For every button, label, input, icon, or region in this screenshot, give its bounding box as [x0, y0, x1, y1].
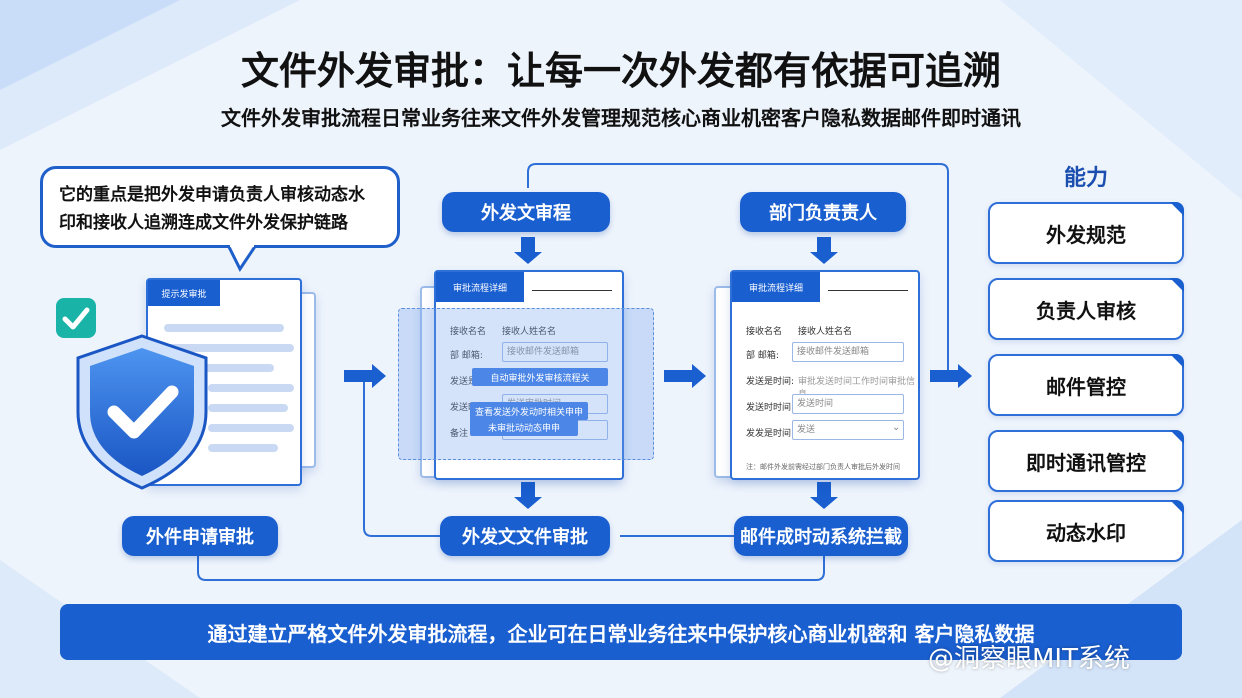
summary-banner: 通过建立严格文件外发审批流程，企业可在日常业务往来中保护核心商业机密和 客户隐私… — [60, 604, 1182, 660]
form-field[interactable]: 接收邮件发送邮箱 — [792, 342, 904, 362]
page-subtitle: 文件外发审批流程日常业务往来文件外发管理规范核心商业机密客户隐私数据邮件即时通讯 — [221, 106, 1021, 130]
source-watermark: @洞察眼MIT系统 — [928, 644, 1130, 674]
overlay-chip: 未审批动动态申申 — [470, 418, 578, 436]
capability-item: 邮件管控 — [988, 354, 1184, 416]
callout-bubble: 它的重点是把外发申请负责人审核动态水印和接收人追溯连成文件外发保护链路 — [40, 166, 400, 248]
form-header-line — [828, 290, 908, 291]
document-line — [208, 444, 278, 452]
document-line — [164, 344, 294, 352]
form-header-line — [532, 290, 612, 291]
form-tab: 审批流程详细 — [436, 272, 524, 302]
capability-label: 即时通讯管控 — [1026, 450, 1146, 475]
capability-item: 负责人审核 — [988, 278, 1184, 340]
form-label: 部 邮箱: — [746, 351, 779, 361]
form-label: 接收名名 — [746, 327, 783, 337]
overlay-chip: 自动审批外发审核流程关 — [472, 368, 608, 386]
capability-label: 邮件管控 — [1046, 374, 1126, 399]
document-line — [208, 404, 288, 412]
capability-item: 外发规范 — [988, 202, 1184, 264]
corner-marker — [1170, 202, 1184, 216]
form-label: 备注 — [450, 429, 469, 439]
shield-check-icon — [76, 334, 208, 490]
document-tab: 提示发审批 — [148, 280, 220, 306]
capability-label: 外发规范 — [1046, 222, 1126, 247]
form-value: 接收人姓名名 — [502, 327, 557, 337]
document-line — [208, 384, 294, 392]
page-title: 文件外发审批：让每一次外发都有依据可追溯 — [240, 49, 1001, 93]
flow-step-email-intercept: 邮件成时动系统拦截 — [734, 516, 908, 556]
form-tab: 审批流程详细 — [732, 272, 820, 302]
chevron-down-icon: ⌄ — [892, 422, 901, 433]
callout-text: 它的重点是把外发申请负责人审核动态水印和接收人追溯连成文件外发保护链路 — [59, 185, 365, 233]
form-label: 发发是时间: — [746, 429, 795, 439]
corner-marker — [1170, 354, 1184, 368]
capability-item: 即时通讯管控 — [988, 430, 1184, 492]
flow-step-outgoing-process: 外发文审程 — [442, 192, 610, 232]
capabilities-title: 能力 — [1063, 166, 1108, 191]
document-line — [164, 364, 274, 372]
capability-label: 动态水印 — [1046, 520, 1126, 545]
flow-step-department-head: 部门负责责人 — [740, 192, 906, 232]
capability-label: 负责人审核 — [1036, 298, 1136, 323]
form-label: 发送是时间: — [746, 377, 795, 387]
document-line — [208, 424, 294, 432]
form-label: 部 邮箱: — [450, 351, 483, 361]
overlay-chip: 查看发送外发动时相关申申 — [470, 402, 588, 420]
form-label: 发送时间: — [450, 400, 489, 413]
corner-marker — [1170, 430, 1184, 444]
summary-text: 通过建立严格文件外发审批流程，企业可在日常业务往来中保护核心商业机密和 客户隐私… — [207, 621, 1035, 646]
form-label: 接收名名 — [450, 327, 487, 337]
form-footer-note: 注：邮件外发前需经过部门负责人审批后外发时间 — [746, 463, 900, 471]
form-dropdown[interactable]: 发送 — [792, 420, 904, 440]
bubble-tail — [226, 245, 258, 272]
form-label: 发送时时间: — [746, 403, 795, 413]
corner-marker — [1170, 278, 1184, 292]
corner-marker — [1170, 500, 1184, 514]
approval-form-right: 审批流程详细 接收名名 接收人姓名名 部 邮箱: 接收邮件发送邮箱 发送是时间:… — [730, 270, 920, 480]
document-line — [164, 324, 284, 332]
capability-item: 动态水印 — [988, 500, 1184, 562]
flow-step-apply: 外件申请审批 — [122, 516, 278, 556]
flow-step-file-approval: 外发文文件审批 — [440, 516, 610, 556]
form-field[interactable]: 接收邮件发送邮箱 — [502, 342, 608, 362]
form-value: 接收人姓名名 — [798, 327, 853, 337]
check-badge-icon — [56, 298, 96, 338]
form-field[interactable]: 发送时间 — [792, 394, 904, 414]
